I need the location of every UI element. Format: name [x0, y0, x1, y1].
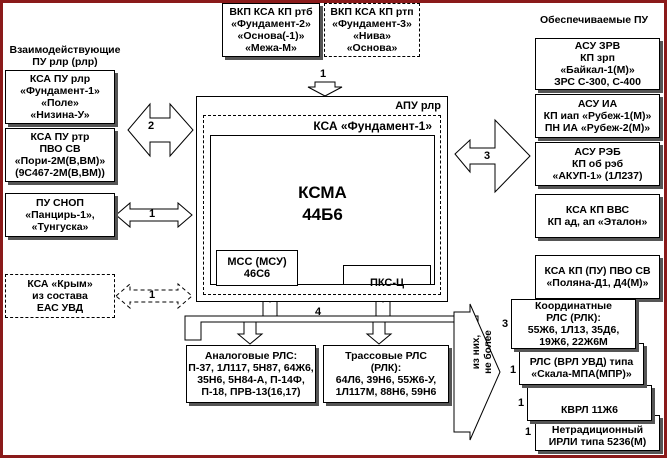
left-arrow-2 — [127, 102, 194, 158]
arrow-label-bottom-4: 4 — [315, 306, 322, 318]
stack-card-2: РЛС (ВРЛ УВД) типа «Скала-МПА(МПР)» — [519, 343, 644, 385]
ksa-label: КСА «Фундамент-1» — [313, 119, 432, 133]
stack-side-text: из них, не более — [471, 330, 494, 374]
left-box-ksa-pu-rtr: КСА ПУ ртр ПВО СВ «Пори-2М(В,ВМ)» (9С467… — [5, 128, 115, 182]
right-box-ksa-kp-vvs: КСА КП ВВС КП ад, ап «Эталон» — [535, 194, 660, 238]
left-header: Взаимодействующие ПУ рлр (рлр) — [9, 44, 121, 68]
count-3: 3 — [502, 318, 509, 330]
top-box-rtb: ВКП КСА КП ртб «Фундамент-2» «Основа(-1)… — [222, 3, 320, 57]
right-box-asu-ia: АСУ ИА КП иап «Рубеж-1(М)» ПН ИА «Рубеж-… — [535, 94, 660, 138]
bottom-box-analog: Аналоговые РЛС: П-37, 1Л117, 5Н87, 64Ж6,… — [186, 345, 316, 403]
stack-card-3: КВРЛ 11Ж6 — [527, 385, 652, 421]
count-1a: 1 — [510, 364, 517, 376]
left-box-pu-snop: ПУ СНОП «Панцирь-1», «Тунгуска» — [5, 193, 115, 237]
right-box-ksa-kp-pvo: КСА КП (ПУ) ПВО СВ «Поляна-Д1, Д4(М)» — [535, 255, 660, 299]
arrow-label-left-1: 1 — [149, 208, 156, 220]
stack-card-4: Нетрадиционный ИРЛИ типа 5236(М) — [535, 415, 660, 451]
stack-arrow — [453, 303, 501, 441]
right-box-asu-reb: АСУ РЭБ КП об рэб «АКУП-1» (1Л237) — [535, 142, 660, 186]
top-box-rtp: ВКП КСА КП ртп «Фундамент-3» «Нива» «Осн… — [324, 3, 420, 57]
top-arrow — [307, 81, 343, 97]
arrow-label-left-2: 2 — [148, 120, 155, 132]
bottom-arrow-down-right — [365, 321, 393, 345]
stack-card-1: Координатные РЛС (РЛК): 55Ж6, 1Л13, 35Д6… — [511, 299, 636, 349]
bottom-box-trass: Трассовые РЛС (РЛК): 64Л6, 39Н6, 55Ж6-У,… — [323, 345, 449, 403]
pks-frame — [343, 265, 431, 285]
bottom-arrow-4 — [184, 315, 479, 341]
left-box-ksa-pu-rlr: КСА ПУ рлр «Фундамент-1» «Поле» «Низина-… — [5, 70, 115, 124]
count-1b: 1 — [518, 397, 525, 409]
arrow-label-top: 1 — [320, 68, 327, 80]
apu-label: АПУ рлр — [395, 100, 441, 112]
left-arrow-dashed — [115, 282, 193, 310]
mss-box: МСС (МСУ) 46С6 — [216, 250, 298, 286]
left-arrow-1 — [115, 201, 193, 229]
arrow-label-left-1-dashed: 1 — [149, 289, 156, 301]
bottom-arrow-down-left — [236, 321, 264, 345]
right-header: Обеспечиваемые ПУ — [540, 14, 649, 26]
left-box-krym: КСА «Крым» из состава ЕАС УВД — [5, 274, 115, 318]
count-1c: 1 — [525, 426, 532, 438]
arrow-label-right-3: 3 — [484, 150, 491, 162]
pks-box: ПКС-Ц — [369, 277, 405, 289]
right-box-asu-zrv: АСУ ЗРВ КП зрп «Байкал-1(М)» ЗРС С-300, … — [535, 38, 660, 90]
right-arrow-3 — [454, 118, 531, 194]
